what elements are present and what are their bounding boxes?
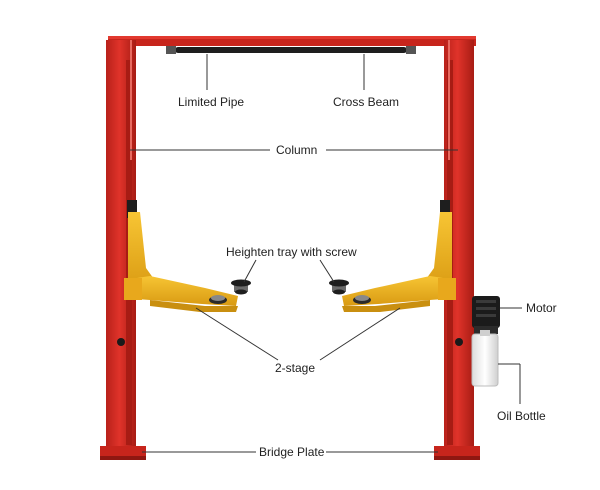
right-tray-pad-icon bbox=[329, 279, 349, 295]
label-motor: Motor bbox=[526, 301, 557, 315]
label-limited-pipe: Limited Pipe bbox=[178, 95, 244, 109]
right-lift-arm bbox=[342, 212, 456, 312]
label-oil-bottle: Oil Bottle bbox=[497, 409, 546, 423]
label-cross-beam: Cross Beam bbox=[333, 95, 399, 109]
cross-beam bbox=[108, 36, 476, 46]
left-lift-arm bbox=[124, 212, 238, 312]
label-two-stage: 2-stage bbox=[275, 361, 315, 375]
leader-lines bbox=[130, 54, 522, 453]
limited-pipe bbox=[166, 46, 416, 54]
label-bridge-plate: Bridge Plate bbox=[259, 445, 325, 459]
oil-bottle-icon bbox=[471, 330, 499, 387]
label-heighten-tray: Heighten tray with screw bbox=[226, 245, 357, 259]
label-column: Column bbox=[276, 143, 317, 157]
hydraulic-motor-icon bbox=[472, 296, 500, 334]
left-tray-pad-icon bbox=[231, 279, 251, 295]
